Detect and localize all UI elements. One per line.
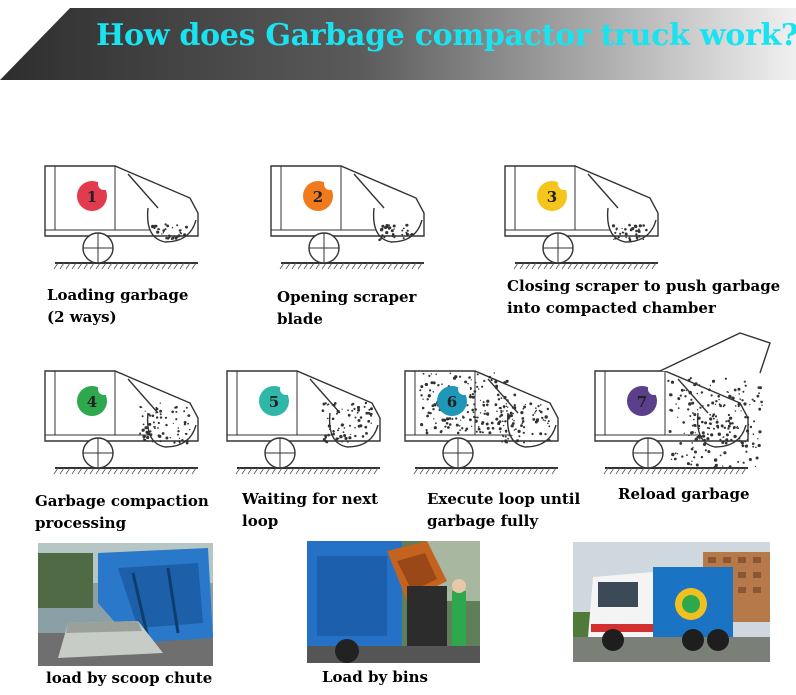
step-caption: Loading garbage (2 ways) xyxy=(47,284,188,328)
step-caption-line: Execute loop until xyxy=(427,490,581,508)
scoop-chute-truck-photo xyxy=(38,543,213,666)
step-number: 4 xyxy=(87,393,97,411)
step-number-badge xyxy=(437,386,467,416)
step-number: 1 xyxy=(87,188,97,206)
truck-diagram: 5 xyxy=(226,370,381,475)
compactor-truck-street-photo xyxy=(573,542,770,662)
photo-caption-scoop: load by scoop chute xyxy=(46,669,213,687)
step-number-badge xyxy=(77,181,107,211)
step-number: 5 xyxy=(269,393,279,411)
truck-diagram: 6 xyxy=(404,370,559,475)
step-caption-line: (2 ways) xyxy=(47,308,117,326)
step-caption-line: loop xyxy=(242,512,279,530)
step-number-badge xyxy=(627,386,657,416)
step-caption-line: Loading garbage xyxy=(47,286,189,304)
step-caption-line: Garbage compaction xyxy=(35,492,209,510)
truck-diagram: 2 xyxy=(270,165,425,270)
step-caption-line: garbage fully xyxy=(427,512,539,530)
step-caption-line: Reload garbage xyxy=(618,485,750,503)
photo-caption-bins: Load by bins xyxy=(322,668,428,686)
step-number: 7 xyxy=(637,393,647,411)
step-number-badge xyxy=(303,181,333,211)
step-caption-line: Waiting for next xyxy=(242,490,379,508)
step-number: 3 xyxy=(547,188,557,206)
step-caption: Opening scraper blade xyxy=(277,286,416,330)
step-number: 2 xyxy=(313,188,323,206)
bin-lifter-truck-photo xyxy=(307,541,480,663)
banner-background xyxy=(0,8,796,80)
step-caption-line: blade xyxy=(277,310,323,328)
step-caption-line: processing xyxy=(35,514,127,532)
step-number-badge xyxy=(537,181,567,211)
page-title: How does Garbage compactor truck work? xyxy=(96,18,796,53)
step-caption-line: into compacted chamber xyxy=(507,299,716,317)
step-caption: Waiting for next loop xyxy=(242,488,378,532)
step-number-badge xyxy=(259,386,289,416)
step-number-badge xyxy=(77,386,107,416)
truck-diagram: 7 xyxy=(594,332,771,475)
step-caption: Execute loop until garbage fully xyxy=(427,488,580,532)
title-banner: How does Garbage compactor truck work? xyxy=(0,0,796,90)
truck-diagram: 3 xyxy=(504,165,659,270)
step-caption: Reload garbage xyxy=(618,483,750,505)
truck-diagram: 1 xyxy=(44,165,199,270)
step-caption-line: Opening scraper xyxy=(277,288,417,306)
truck-diagram: 4 xyxy=(44,370,199,475)
step-caption: Garbage compaction processing xyxy=(35,490,209,534)
step-caption: Closing scraper to push garbage into comp… xyxy=(507,275,780,319)
step-caption-line: Closing scraper to push garbage xyxy=(507,277,781,295)
step-number: 6 xyxy=(447,393,457,411)
